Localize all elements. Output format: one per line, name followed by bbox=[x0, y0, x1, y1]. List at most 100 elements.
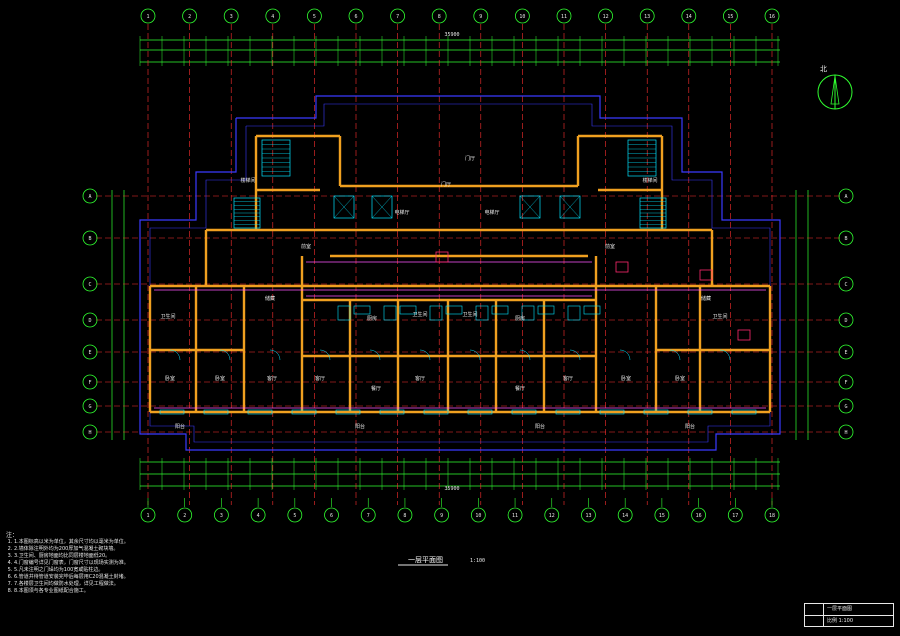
elevator-cross bbox=[333, 195, 355, 219]
toilet-fixture bbox=[567, 305, 581, 321]
room-label: 客厅 bbox=[315, 375, 325, 382]
toilet-fixture bbox=[429, 305, 443, 321]
axis-bubble-label: 14 bbox=[686, 14, 692, 20]
sink-fixture bbox=[537, 305, 555, 315]
axis-bubble-label: A bbox=[88, 194, 91, 200]
axis-bubble-bottom bbox=[691, 507, 706, 523]
axis-bubble-top bbox=[723, 8, 738, 24]
axis-bubble-bottom bbox=[214, 507, 229, 523]
room-label: 门厅 bbox=[441, 181, 451, 188]
axis-bubble-label: 15 bbox=[727, 14, 733, 20]
axis-bubble-label: G bbox=[88, 404, 91, 410]
elevator-cross bbox=[559, 195, 581, 219]
axis-bubble-label: H bbox=[844, 430, 847, 436]
axis-bubble-right bbox=[838, 276, 854, 292]
axis-bubble-top bbox=[515, 8, 530, 24]
room-label: 卫生间 bbox=[412, 311, 427, 318]
room-label: 前室 bbox=[605, 243, 615, 250]
notes-heading: 注： bbox=[6, 532, 19, 539]
room-label: 卫生间 bbox=[462, 311, 477, 318]
door-swing bbox=[469, 349, 481, 361]
axis-bubble-bottom bbox=[470, 507, 486, 523]
axis-bubble-label: 3 bbox=[220, 513, 223, 519]
room-label: 餐厅 bbox=[515, 385, 525, 392]
axis-bubble-bottom bbox=[434, 507, 450, 523]
axis-bubble-bottom bbox=[544, 507, 560, 523]
window-opening bbox=[203, 409, 229, 415]
axis-grid-lines bbox=[96, 24, 842, 505]
toilet-fixture bbox=[521, 305, 535, 321]
axis-bubble-bottom bbox=[654, 507, 670, 523]
room-label: 客厅 bbox=[267, 375, 277, 382]
window-opening bbox=[643, 409, 669, 415]
axis-bubble-left bbox=[82, 398, 98, 414]
axis-bubble-label: B bbox=[88, 236, 91, 242]
room-label: 门厅 bbox=[465, 155, 475, 162]
axis-bubble-bottom bbox=[764, 507, 780, 523]
sink-fixture bbox=[399, 305, 417, 315]
axis-bubble-top bbox=[182, 8, 198, 24]
axis-bubble-top bbox=[348, 8, 364, 24]
axis-bubble-label: 7 bbox=[396, 14, 399, 20]
title-block-scale: 比例 1:100 bbox=[827, 618, 853, 624]
north-arrow: 北 bbox=[817, 65, 853, 110]
axis-bubble-label: 10 bbox=[475, 513, 481, 519]
door-swing bbox=[619, 349, 631, 361]
axis-bubble-bottom bbox=[727, 507, 743, 523]
sink-fixture bbox=[353, 305, 371, 315]
axis-bubble-label: 18 bbox=[769, 513, 775, 519]
room-label: 电梯厅 bbox=[394, 209, 409, 216]
axis-bubble-left bbox=[82, 374, 98, 390]
equipment-block bbox=[435, 251, 449, 263]
door-swing bbox=[519, 349, 531, 361]
axis-bubble-label: 12 bbox=[603, 14, 609, 20]
axis-bubble-top bbox=[764, 8, 780, 24]
toilet-fixture bbox=[475, 305, 489, 321]
axis-bubble-label: D bbox=[88, 318, 91, 324]
window-opening bbox=[335, 409, 361, 415]
door-swing bbox=[569, 349, 581, 361]
drawing-caption: 一层平面图 1:100 bbox=[398, 556, 485, 566]
note-item: 8.本图须与各专业图纸配合施工。 bbox=[14, 588, 306, 595]
room-label: 客厅 bbox=[415, 375, 425, 382]
door-swing bbox=[369, 349, 381, 361]
window-opening bbox=[379, 409, 405, 415]
axis-bubble-label: 2 bbox=[183, 513, 186, 519]
axis-bubble-bottom bbox=[140, 507, 156, 523]
title-block-drawing-name: 一层平面图 bbox=[827, 606, 853, 612]
axis-bubble-top bbox=[306, 8, 322, 24]
north-label: 北 bbox=[820, 65, 827, 73]
axis-bubble-top bbox=[681, 8, 697, 24]
door-swing bbox=[219, 349, 231, 361]
axis-bubble-label: 6 bbox=[330, 513, 333, 519]
room-label: 阳台 bbox=[685, 423, 695, 430]
axis-bubble-label: 1 bbox=[146, 513, 149, 519]
axis-bubble-label: 9 bbox=[440, 513, 443, 519]
fixture-layer bbox=[169, 139, 751, 361]
axis-bubble-top bbox=[390, 8, 406, 24]
dimension-total-top: 35900 bbox=[444, 32, 459, 38]
note-item: 7.各楼层卫生间均做防水处理，详见工程做法。 bbox=[14, 581, 306, 588]
axis-bubble-top bbox=[556, 8, 572, 24]
axis-bubble-label: 11 bbox=[512, 513, 518, 519]
room-label: 阳台 bbox=[175, 423, 185, 430]
axis-bubble-label: 6 bbox=[354, 14, 357, 20]
axis-bubble-left bbox=[82, 230, 98, 246]
sink-fixture bbox=[583, 305, 601, 315]
room-label: 卧室 bbox=[675, 375, 685, 382]
note-item: 2.墙体除注明外均为200厚加气混凝土砌块墙。 bbox=[14, 546, 306, 553]
axis-bubble-label: 3 bbox=[230, 14, 233, 20]
axis-bubble-right bbox=[838, 312, 854, 328]
room-label: 餐厅 bbox=[371, 385, 381, 392]
door-swing bbox=[669, 349, 681, 361]
axis-bubble-label: 14 bbox=[622, 513, 628, 519]
axis-bubble-label: A bbox=[844, 194, 847, 200]
axis-bubble-label: 13 bbox=[644, 14, 650, 20]
axis-bubble-top bbox=[140, 8, 156, 24]
axis-bubble-label: 5 bbox=[293, 513, 296, 519]
equipment-block bbox=[615, 261, 629, 273]
axis-bubble-label: B bbox=[844, 236, 847, 242]
axis-bubble-label: E bbox=[88, 350, 91, 356]
